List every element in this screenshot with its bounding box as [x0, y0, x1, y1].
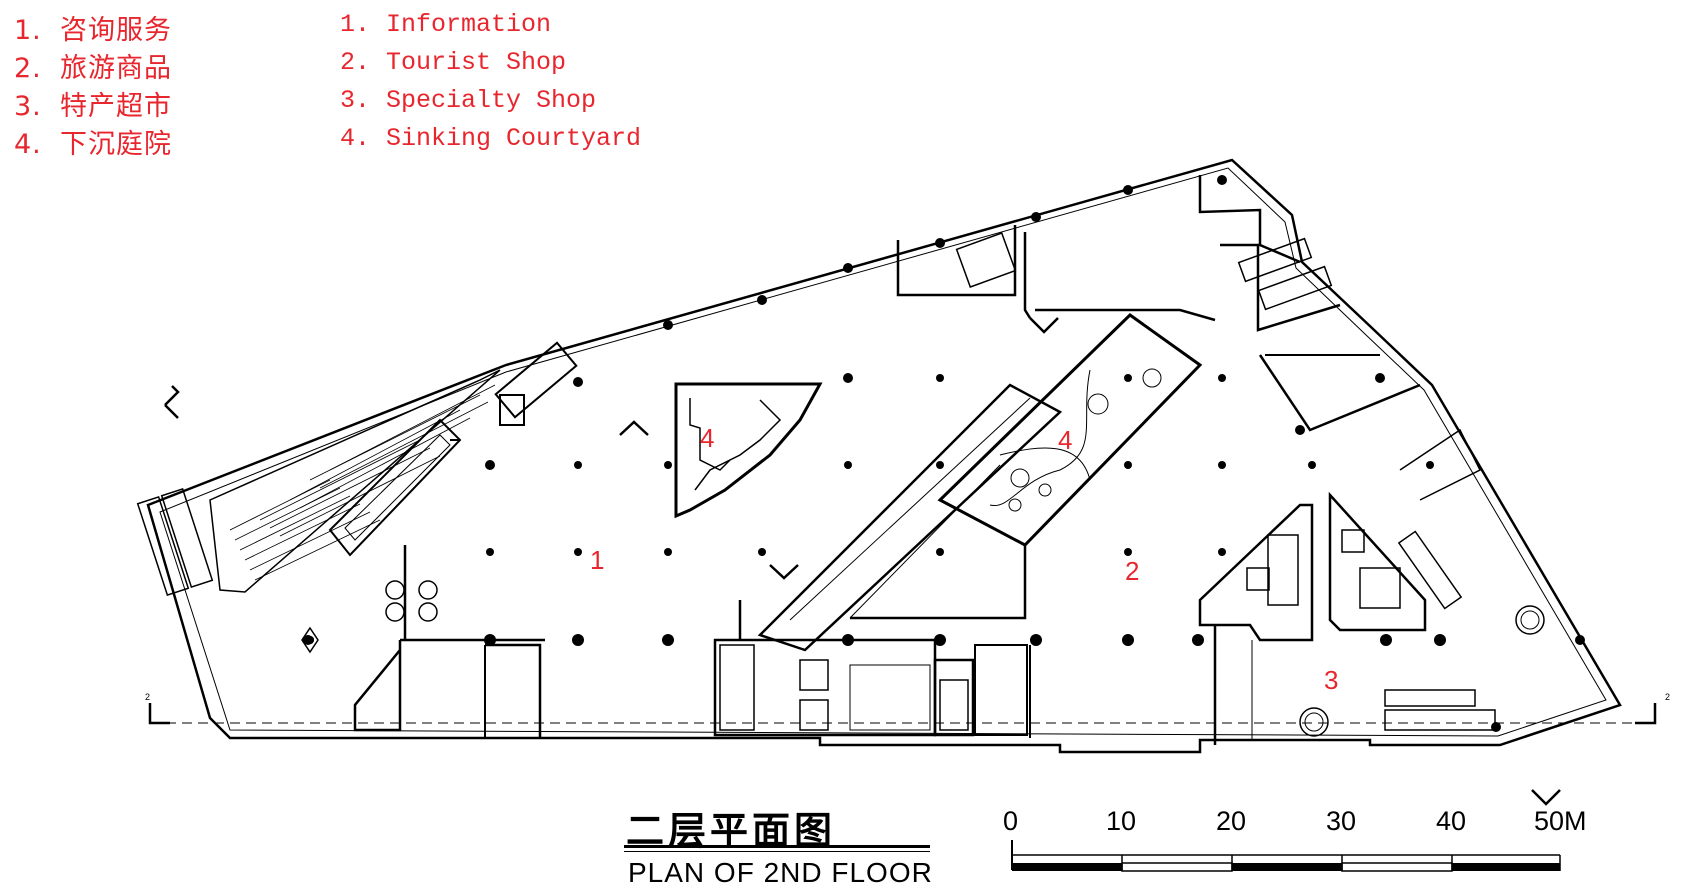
right-escalator — [1384, 689, 1476, 707]
room-label-courtyard-right: 4 — [1058, 425, 1073, 455]
scale-label-10: 10 — [1106, 806, 1137, 836]
stair-upper-right — [1237, 237, 1313, 283]
wall-shop-2 — [850, 498, 1027, 620]
sinking-courtyard-left — [674, 382, 823, 519]
scale-label-50m: 50M — [1534, 806, 1587, 836]
scale-label-0: 0 — [1003, 806, 1019, 836]
legend-item-3-en: 3.Specialty Shop — [340, 86, 597, 115]
terrace-hatching — [229, 384, 496, 581]
lower-core — [713, 638, 937, 737]
scale-bar — [1011, 840, 1561, 872]
legend-item-4-cn: 4.下沉庭院 — [14, 129, 172, 160]
legend-item-2-en: 2.Tourist Shop — [340, 48, 567, 77]
room-label-information: 1 — [590, 545, 605, 575]
building-outline — [146, 158, 1622, 754]
core-triangle-left — [1198, 503, 1314, 642]
view-marker-1 — [164, 385, 180, 406]
legend-item-1-en: 1.Information — [340, 10, 552, 39]
structural-columns — [303, 175, 1585, 732]
core-triangle-right — [1328, 491, 1427, 632]
legend-item-4-en: 4.Sinking Courtyard — [340, 124, 642, 153]
legend-item-1-cn: 1.咨询服务 — [14, 15, 172, 46]
section-mark-left: 2 — [145, 692, 150, 702]
scale-label-20: 20 — [1216, 806, 1247, 836]
stair-upper-left — [494, 341, 578, 419]
scale-label-30: 30 — [1326, 806, 1357, 836]
room-label-specialty-shop: 3 — [1324, 665, 1339, 695]
left-terrace — [209, 369, 501, 593]
room-label-tourist-shop: 2 — [1125, 556, 1140, 586]
title-underline-thin — [624, 851, 930, 852]
legend-item-3-cn: 3.特产超市 — [14, 91, 172, 122]
plan-title-english: PLAN OF 2ND FLOOR — [628, 857, 933, 888]
title-underline — [624, 845, 930, 848]
wall-entry — [353, 640, 402, 732]
legend-item-2-cn: 2.旅游商品 — [14, 53, 172, 84]
room-label-courtyard-left: 4 — [700, 423, 715, 453]
central-diagonal-corridor — [757, 383, 1063, 652]
section-mark-right: 2 — [1665, 692, 1670, 702]
left-escalator — [136, 496, 190, 596]
scale-label-40: 40 — [1436, 806, 1467, 836]
wall-upper-rooms — [896, 225, 1017, 297]
building-outline-inner — [159, 167, 1607, 737]
